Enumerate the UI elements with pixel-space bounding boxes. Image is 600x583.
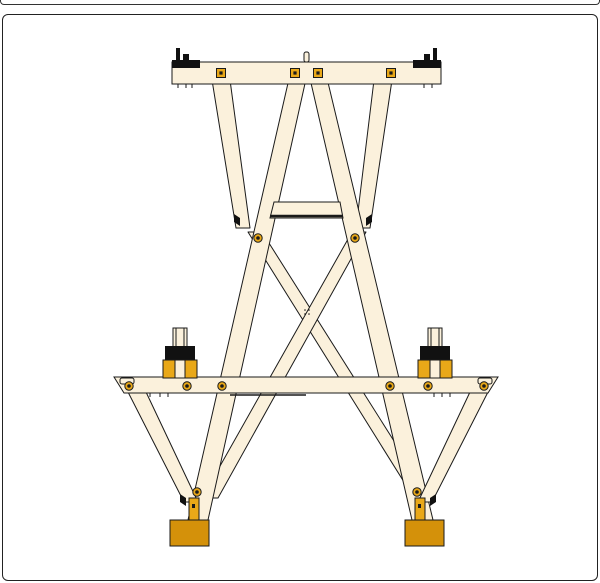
left-side-clamp-icon xyxy=(234,214,240,226)
lower-beam-bolt-icon xyxy=(423,381,433,391)
lower-right-outer-strut xyxy=(417,391,489,503)
right-foot-bracket xyxy=(414,497,426,523)
lower-right-clamp-icon xyxy=(430,494,436,506)
upper-joint-bolt-icon xyxy=(253,233,263,243)
upper-right-outer-leg xyxy=(355,79,393,229)
top-pin-icon xyxy=(303,51,310,63)
upper-joint-bolt-icon xyxy=(350,233,360,243)
right-base-block xyxy=(404,519,445,547)
top-beam xyxy=(171,61,442,85)
lower-left-outer-strut xyxy=(127,391,199,503)
lower-beam-bolt-icon xyxy=(124,381,134,391)
lower-beam xyxy=(113,376,499,394)
lower-beam-bolt-icon xyxy=(385,381,395,391)
left-base-block xyxy=(169,519,210,547)
lower-beam-bolt-icon xyxy=(217,381,227,391)
lower-beam-bolt-icon xyxy=(479,381,489,391)
top-beam-bolt-icon xyxy=(216,68,226,78)
diagram-panel xyxy=(2,14,598,581)
top-beam-bolt-icon xyxy=(313,68,323,78)
cross-center-marker-icon xyxy=(304,309,310,315)
top-left-clamp-icon xyxy=(172,48,200,68)
top-beam-bolt-icon xyxy=(386,68,396,78)
lower-beam-bolt-icon xyxy=(182,381,192,391)
right-pulley-icon xyxy=(417,327,453,379)
left-pulley-icon xyxy=(162,327,198,379)
top-right-clamp-icon xyxy=(413,48,441,68)
foot-bolt-icon xyxy=(192,487,202,497)
upper-left-outer-leg xyxy=(211,79,251,229)
left-foot-bracket xyxy=(188,497,200,523)
lower-left-clamp-icon xyxy=(180,494,186,506)
foot-bolt-icon xyxy=(412,487,422,497)
top-beam-bolt-icon xyxy=(290,68,300,78)
right-side-clamp-icon xyxy=(366,214,372,226)
upper-cross-tie xyxy=(269,201,344,219)
